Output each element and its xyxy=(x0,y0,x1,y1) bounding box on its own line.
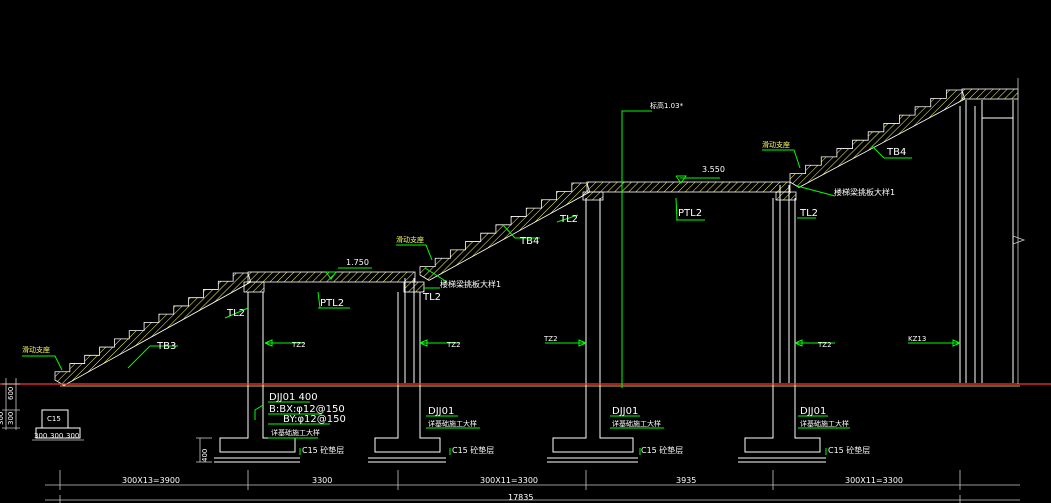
landing-beam-3 xyxy=(582,191,604,201)
dim-label-vertical: 600 xyxy=(7,387,15,400)
column-label-tz2: TZ2 xyxy=(543,335,558,343)
blinding-label: C15 砼垫层 xyxy=(641,445,683,455)
dim-label-small: 300 xyxy=(66,432,79,440)
landing-slab-1 xyxy=(247,271,416,283)
dim-label-small: 300 xyxy=(34,432,47,440)
left-footing-label: C15 xyxy=(47,415,61,423)
dim-label-total: 17835 xyxy=(508,493,533,502)
foundations xyxy=(35,383,821,453)
footing-rebar-bx: B:BX:φ12@150 xyxy=(269,404,345,415)
column-label-kz: KZ13 xyxy=(908,335,926,343)
annotations: 滑动支座 滑动支座 滑动支座 TB3 TB4 TB4 TL2 TL2 TL2 T… xyxy=(0,101,926,502)
elevation-label: 3.550 xyxy=(702,165,725,174)
column-label-tz2: TZ2 xyxy=(446,341,461,349)
flight-label-tb4: TB4 xyxy=(519,236,539,247)
footing-label-djj01: DJJ01 xyxy=(428,406,454,417)
footing-detail-ref: 详基础施工大样 xyxy=(428,419,477,428)
stair-flights xyxy=(54,88,1019,386)
dim-label-small: 300 xyxy=(50,432,63,440)
dim-label: 300X11=3300 xyxy=(845,476,903,485)
footing-label: DJJ01 400 xyxy=(269,392,318,403)
slide-support-label: 滑动支座 xyxy=(22,345,50,354)
flight-label-tb3: TB3 xyxy=(156,341,176,352)
dim-label: 300X11=3300 xyxy=(480,476,538,485)
foundation-blinding xyxy=(214,457,826,463)
footing-detail-ref: 详基础施工大样 xyxy=(271,428,320,437)
elevation-markers xyxy=(325,175,687,280)
flight-label-tb4-top: TB4 xyxy=(886,147,906,158)
beam-label-tl2: TL2 xyxy=(422,292,441,303)
beam-detail-note: 楼梯梁挑板大样1 xyxy=(440,279,501,289)
column-label-tz2: TZ2 xyxy=(291,341,306,349)
blinding-label: C15 砼垫层 xyxy=(452,445,494,455)
beam-label-tl2: TL2 xyxy=(559,214,578,225)
footing-detail-ref: 详基础施工大样 xyxy=(800,419,849,428)
landing-beam-ptl2: PTL2 xyxy=(678,208,702,219)
blinding-label: C15 砼垫层 xyxy=(302,445,344,455)
stair-flight-tb3 xyxy=(54,272,252,386)
column-label-tz2: TZ2 xyxy=(817,341,832,349)
stair-flight-tb4 xyxy=(419,182,591,281)
blinding-label: C15 砼垫层 xyxy=(828,445,870,455)
dim-label: 3300 xyxy=(312,476,332,485)
footing-label-djj01: DJJ01 xyxy=(612,406,638,417)
landing-slab-2 xyxy=(586,181,791,193)
landing-beam-4 xyxy=(775,191,797,201)
beam-label-tl2: TL2 xyxy=(799,208,818,219)
dim-label-vertical: 300 xyxy=(0,412,5,425)
slide-support-label: 滑动支座 xyxy=(396,235,424,244)
footing-label-djj01: DJJ01 xyxy=(800,406,826,417)
dim-label: 300X13=3900 xyxy=(122,476,180,485)
dim-label-vertical: 400 xyxy=(201,449,209,462)
columns xyxy=(247,100,1014,383)
footing-detail-ref: 详基础施工大样 xyxy=(612,419,661,428)
dim-label: 3935 xyxy=(676,476,696,485)
landing-beam-1 xyxy=(243,281,265,293)
stair-flight-tb4-top xyxy=(789,89,966,188)
elevation-top-label: 标高1.03* xyxy=(650,101,684,110)
dimension-lines xyxy=(2,78,1026,503)
elevation-label: 1.750 xyxy=(346,258,369,267)
dim-label-vertical: 300 xyxy=(7,412,15,425)
top-slab xyxy=(961,88,1019,100)
leaders xyxy=(22,110,961,455)
beam-detail-note: 楼梯梁挑板大样1 xyxy=(834,187,895,197)
landing-beam-ptl2: PTL2 xyxy=(320,298,344,309)
beam-label-tl2: TL2 xyxy=(226,308,245,319)
slide-support-label: 滑动支座 xyxy=(762,140,790,149)
footing-rebar-by: BY:φ12@150 xyxy=(283,414,346,425)
